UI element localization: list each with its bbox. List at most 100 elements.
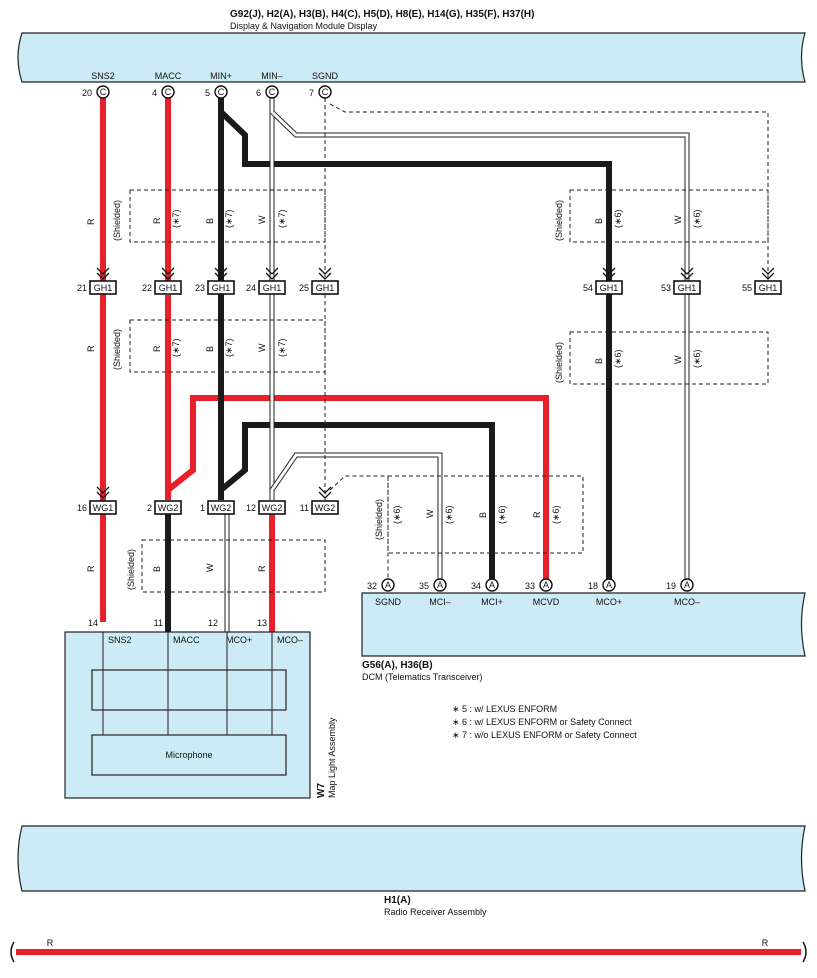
dcm-name: DCM (Telematics Transceiver): [362, 672, 483, 682]
note-ref-6-f: (∗6): [444, 505, 454, 524]
wg-box-12: [258, 500, 286, 515]
chevron-icon: [96, 486, 110, 499]
dcm-ids: G56(A), H36(B): [362, 660, 433, 671]
wg-label-11: WG2: [315, 503, 336, 513]
wire-color-w-6: W: [205, 563, 215, 572]
microphone-label: Microphone: [165, 750, 212, 760]
bottom-wire-color-right: R: [762, 938, 769, 948]
shield-box-3: (Shielded) B (∗6) W (∗6): [554, 189, 769, 243]
top-pins: 20 C 4 C 5 C 6 C 7 C: [82, 85, 332, 99]
wire-color-r-6: R: [86, 565, 96, 572]
gh1-box-54: [595, 280, 623, 295]
wire-color-r-2: R: [152, 217, 162, 224]
break-mark-right: [802, 941, 807, 963]
top-module-ids: G92(J), H2(A), H3(B), H4(C), H5(D), H8(E…: [230, 9, 534, 20]
top-pin-num-7: 7: [309, 88, 314, 98]
top-pin-circle-20: [96, 85, 110, 99]
dcm-pin-conn-33: A: [543, 580, 549, 590]
wg-label-16: WG1: [93, 503, 114, 513]
dcm-pin-num-19: 19: [666, 581, 676, 591]
top-pin-num-20: 20: [82, 88, 92, 98]
map-pin-num-13: 13: [257, 618, 267, 628]
note-ref-6-c: (∗6): [613, 349, 623, 368]
dcm-pin-circle-34: [485, 578, 499, 592]
dcm-signal-mci-minus: MCI–: [429, 597, 451, 607]
map-light-name: Map Light Assembly: [327, 717, 337, 798]
radio-name: Radio Receiver Assembly: [384, 907, 487, 917]
chevron-icon: [318, 267, 332, 280]
shield-label-4: (Shielded): [554, 342, 564, 383]
dcm-pin-num-35: 35: [419, 581, 429, 591]
map-pin-num-12: 12: [208, 618, 218, 628]
dcm-signal-mcvd: MCVD: [533, 597, 560, 607]
note-ref-6-g: (∗6): [497, 505, 507, 524]
internal-wiring: [102, 632, 273, 735]
top-pin-circle-5: [214, 85, 228, 99]
dcm-pin-circle-33: [539, 578, 553, 592]
gh1-label-25: GH1: [316, 283, 335, 293]
wg-box-11: [311, 500, 339, 515]
chevron-icon: [318, 486, 332, 499]
dcm-pin-num-18: 18: [588, 581, 598, 591]
top-pin-conn-20: C: [100, 87, 107, 97]
gh1-label-23: GH1: [212, 283, 231, 293]
dcm-pin-circle-19: [680, 578, 694, 592]
wire-color-w-4: W: [673, 355, 683, 364]
map-pin-num-14: 14: [88, 618, 98, 628]
wg-box-1: [207, 500, 235, 515]
dcm-signal-sgnd: SGND: [375, 597, 402, 607]
wire-mci-plus: [219, 422, 495, 580]
wg-pin-2: 2: [147, 503, 152, 513]
chevron-icon: [602, 267, 616, 280]
top-pin-circle-4: [161, 85, 175, 99]
note-ref-6-d: (∗6): [692, 349, 702, 368]
note-ref-7-e: (∗7): [224, 338, 234, 357]
top-signal-sgnd: SGND: [312, 71, 339, 81]
top-pin-conn-5: C: [218, 87, 225, 97]
wg-pin-11: 11: [300, 503, 309, 513]
gh1-box-53: [673, 280, 701, 295]
gh1-box-55: [754, 280, 782, 295]
wg-box-2: [154, 500, 182, 515]
wg-connectors: 16 WG1 2 WG2 1 WG2 12 WG2 11 WG2: [77, 486, 339, 515]
gh1-label-55: GH1: [759, 283, 778, 293]
top-module-name: Display & Navigation Module Display: [230, 21, 378, 31]
shield-label-1: (Shielded): [112, 200, 122, 241]
map-signal-macc: MACC: [173, 635, 200, 645]
gh1-box-22: [154, 280, 182, 295]
top-signal-labels: SNS2 MACC MIN+ MIN– SGND: [91, 71, 338, 81]
top-signal-macc: MACC: [155, 71, 182, 81]
dcm-pin-circle-32: [381, 578, 395, 592]
wg-label-1: WG2: [211, 503, 232, 513]
note-ref-6-h: (∗6): [551, 505, 561, 524]
wire-color-b-5: B: [478, 512, 488, 518]
note-ref-7-f: (∗7): [277, 338, 287, 357]
wire-color-w-3: W: [673, 215, 683, 224]
dcm-signal-mci-plus: MCI+: [481, 597, 503, 607]
gh1-pin-22: 22: [142, 283, 152, 293]
top-pin-conn-4: C: [165, 87, 172, 97]
dcm-signal-mco-minus: MCO–: [674, 597, 700, 607]
note-ref-7-c: (∗7): [277, 209, 287, 228]
note-ref-7-b: (∗7): [224, 209, 234, 228]
dcm-pin-num-34: 34: [471, 581, 481, 591]
chevron-icon: [761, 267, 775, 280]
wg-label-12: WG2: [262, 503, 283, 513]
radio-module: H1(A) Radio Receiver Assembly: [17, 825, 806, 917]
top-signal-sns2: SNS2: [91, 71, 115, 81]
note-ref-6-b: (∗6): [692, 209, 702, 228]
gh1-label-54: GH1: [600, 283, 619, 293]
note-ref-7-a: (∗7): [171, 209, 181, 228]
notes: ∗ 5 : w/ LEXUS ENFORM ∗ 6 : w/ LEXUS ENF…: [452, 704, 637, 740]
top-module: G92(J), H2(A), H3(B), H4(C), H5(D), H8(E…: [17, 9, 806, 83]
break-mark-left: [10, 941, 15, 963]
note-ref-6-e: (∗6): [392, 505, 402, 524]
gh1-pin-55: 55: [742, 283, 752, 293]
top-pin-conn-6: C: [269, 87, 276, 97]
gh1-box-25: [311, 280, 339, 295]
chevron-icon: [214, 267, 228, 280]
chevron-icon: [161, 267, 175, 280]
dcm-pin-conn-19: A: [684, 580, 690, 590]
dcm-pin-conn-18: A: [606, 580, 612, 590]
wire-color-r-1: R: [86, 218, 96, 225]
